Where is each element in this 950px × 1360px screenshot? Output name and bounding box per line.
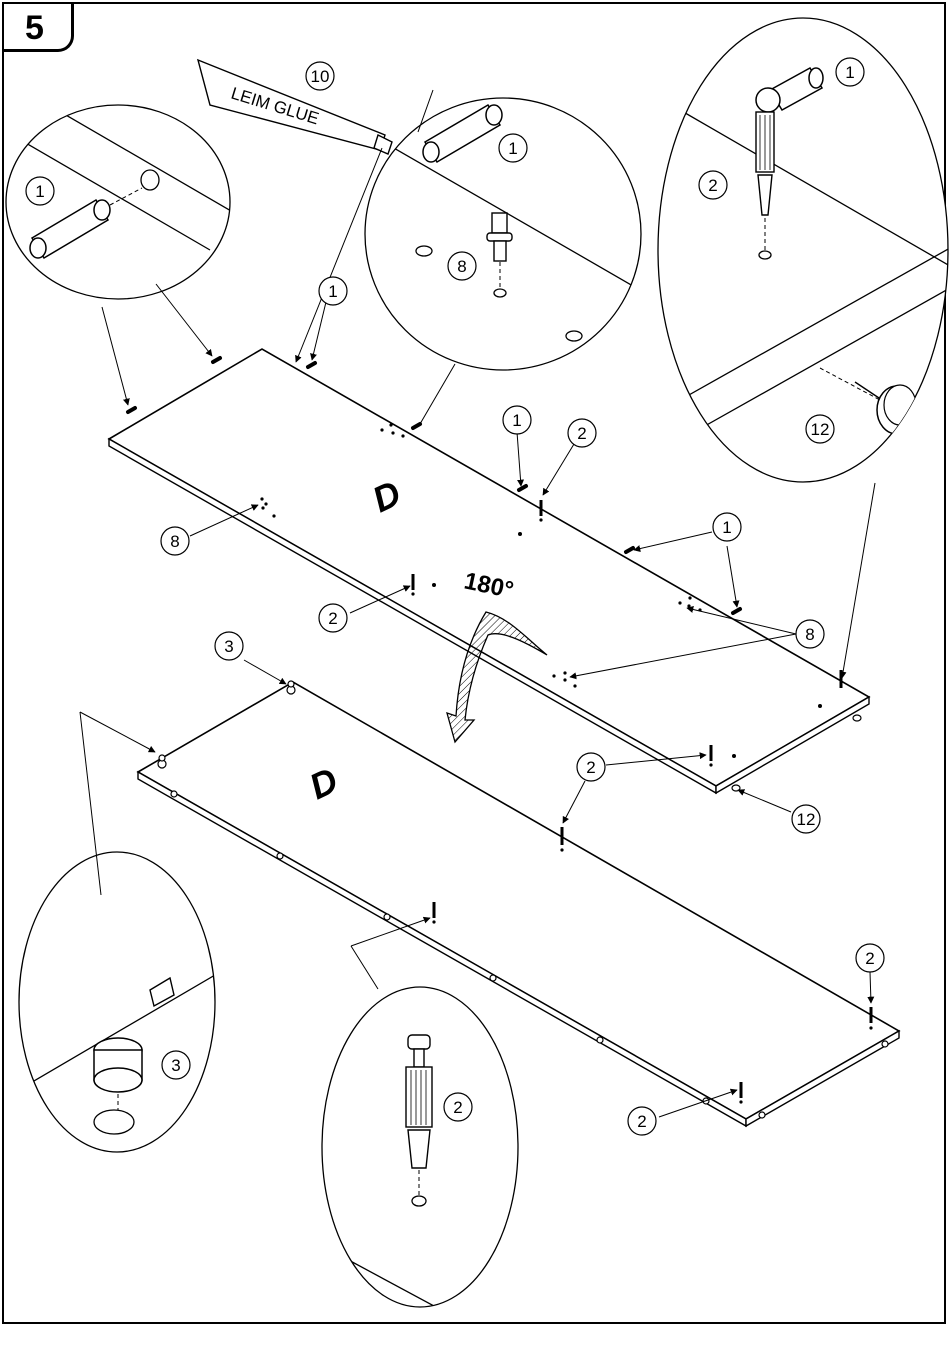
callout-10: 10 bbox=[306, 62, 334, 90]
svg-text:2: 2 bbox=[453, 1098, 462, 1117]
callout-2: 2 bbox=[568, 419, 596, 447]
svg-text:1: 1 bbox=[328, 282, 337, 301]
svg-text:2: 2 bbox=[708, 176, 717, 195]
callout-2: 2 bbox=[577, 753, 605, 781]
svg-text:1: 1 bbox=[722, 518, 731, 537]
callout-2: 2 bbox=[444, 1093, 472, 1121]
callout-1: 1 bbox=[499, 134, 527, 162]
detail-cambolt-foot bbox=[658, 18, 950, 678]
svg-text:1: 1 bbox=[508, 139, 517, 158]
callout-2: 2 bbox=[856, 944, 884, 972]
callout-3: 3 bbox=[162, 1051, 190, 1079]
svg-text:1: 1 bbox=[512, 411, 521, 430]
callout-8: 8 bbox=[448, 252, 476, 280]
callout-1: 1 bbox=[26, 177, 54, 205]
callout-2: 2 bbox=[628, 1107, 656, 1135]
detail-dowel bbox=[0, 100, 250, 405]
callout-8: 8 bbox=[161, 527, 189, 555]
svg-text:3: 3 bbox=[171, 1056, 180, 1075]
callout-1: 1 bbox=[319, 277, 347, 305]
svg-text:12: 12 bbox=[811, 420, 830, 439]
svg-text:8: 8 bbox=[170, 532, 179, 551]
svg-text:3: 3 bbox=[224, 637, 233, 656]
svg-text:2: 2 bbox=[577, 424, 586, 443]
callout-1: 1 bbox=[503, 406, 531, 434]
svg-text:2: 2 bbox=[865, 949, 874, 968]
svg-text:2: 2 bbox=[328, 609, 337, 628]
callout-12: 12 bbox=[806, 415, 834, 443]
callout-1: 1 bbox=[836, 58, 864, 86]
svg-text:8: 8 bbox=[457, 257, 466, 276]
svg-text:2: 2 bbox=[637, 1112, 646, 1131]
callout-12: 12 bbox=[792, 805, 820, 833]
callout-2: 2 bbox=[319, 604, 347, 632]
svg-text:1: 1 bbox=[35, 182, 44, 201]
svg-text:8: 8 bbox=[805, 625, 814, 644]
svg-text:12: 12 bbox=[797, 810, 816, 829]
svg-text:1: 1 bbox=[845, 63, 854, 82]
svg-text:2: 2 bbox=[586, 758, 595, 777]
callout-8: 8 bbox=[796, 620, 824, 648]
callout-2: 2 bbox=[699, 171, 727, 199]
svg-text:10: 10 bbox=[311, 67, 330, 86]
callout-3: 3 bbox=[215, 632, 243, 660]
callout-1: 1 bbox=[713, 513, 741, 541]
